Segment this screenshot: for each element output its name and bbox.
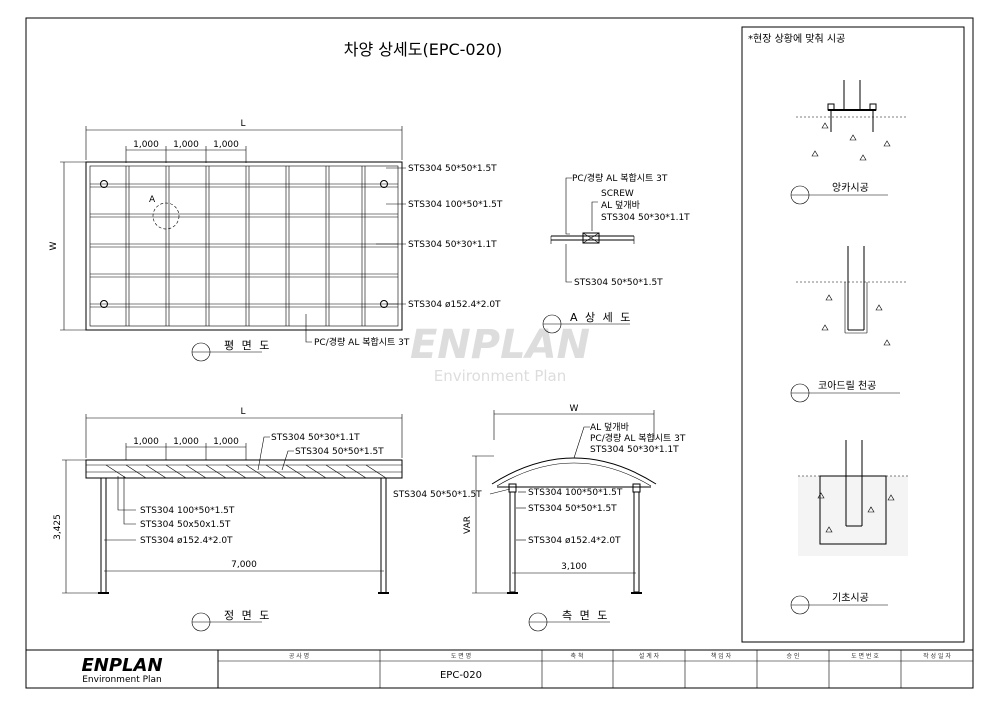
header-date: 작 성 일 자 (923, 652, 951, 660)
plan-view-label: 평 면 도 (224, 339, 271, 352)
side-callout-beam: STS304 100*50*1.5T (528, 488, 623, 498)
drawing-title: 차양 상세도(EPC-020) (344, 40, 502, 59)
front-view-label: 정 면 도 (224, 609, 271, 622)
title-block: ENPLAN Environment Plan 공 사 명 도 면 명 축 척 … (26, 649, 973, 688)
foundation-concrete: 기초시공 (790, 440, 908, 615)
front-callout-beam: STS304 100*50*1.5T (140, 506, 235, 516)
plan-outline (85, 161, 403, 331)
detail-callout-screw: SCREW (601, 189, 634, 199)
header-approval: 승 인 (787, 653, 800, 660)
foundation-label-anchor: 앙카시공 (832, 182, 869, 194)
side-callout-purlin: STS304 50*30*1.1T (590, 445, 679, 455)
foundation-label-concrete: 기초시공 (832, 592, 869, 604)
header-drawing-no: 도 면 번 호 (851, 652, 879, 660)
detail-callout-cover: AL 덮개바 (601, 199, 641, 211)
foundation-anchor: 앙카시공 (790, 80, 908, 205)
foundation-core-drill: 코아드릴 천공 (790, 246, 908, 403)
site-note: *현장 상황에 맞춰 시공 (748, 33, 845, 45)
title-block-drawing-name: EPC-020 (440, 670, 482, 681)
side-callout-column: STS304 ø152.4*2.0T (528, 536, 621, 546)
detail-callout-purlin: STS304 50*30*1.1T (601, 213, 690, 223)
plan-callout-beam: STS304 100*50*1.5T (408, 200, 503, 210)
front-dim-1: 1,000 (133, 437, 159, 447)
front-dim-height: 3,425 (53, 514, 63, 540)
header-manager: 책 임 자 (711, 652, 732, 660)
detail-callout-frame: STS304 50*50*1.5T (574, 278, 663, 288)
front-callout-purlin: STS304 50*30*1.1T (271, 433, 360, 443)
front-view: L 1,000 1,000 1,000 3,425 (53, 407, 403, 632)
watermark-sub: Environment Plan (434, 367, 566, 385)
side-callout-sheet: PC/경량 AL 복합시트 3T (590, 432, 686, 444)
side-dim-w: W (570, 404, 579, 414)
side-callout-cover: AL 덮개바 (590, 421, 630, 433)
header-designer: 설 계 자 (639, 652, 660, 660)
sheet-border (25, 17, 974, 689)
side-callout-left: STS304 50*50*1.5T (393, 490, 482, 500)
detail-callout-sheet: PC/경량 AL 복합시트 3T (572, 172, 668, 184)
plan-detail-a-marker: A (149, 195, 156, 205)
plan-dim-l: L (240, 119, 245, 129)
note-panel (741, 26, 965, 643)
front-dim-l: L (240, 407, 245, 417)
plan-dim-2: 1,000 (173, 140, 199, 150)
side-view: W VAR 3,100 AL 덮개바 PC/경량 AL 복합시트 3T STS3… (393, 404, 686, 632)
plan-view: L 1,000 1,000 1,000 W (49, 119, 503, 362)
plan-callout-purlin: STS304 50*30*1.1T (408, 240, 497, 250)
plan-callout-frame: STS304 50*50*1.5T (408, 164, 497, 174)
side-callout-frame: STS304 50*50*1.5T (528, 504, 617, 514)
front-dim-3: 1,000 (213, 437, 239, 447)
side-view-label: 측 면 도 (562, 609, 609, 622)
watermark-logo: ENPLAN (410, 322, 590, 368)
detail-a-view: PC/경량 AL 복합시트 3T SCREW AL 덮개바 STS304 50*… (542, 172, 690, 334)
plan-dim-1: 1,000 (133, 140, 159, 150)
plan-callout-sheet: PC/경량 AL 복합시트 3T (314, 336, 410, 348)
front-callout-brace: STS304 50x50x1.5T (140, 520, 231, 530)
title-block-logo-sub: Environment Plan (82, 675, 161, 685)
side-dim-width: 3,100 (561, 562, 587, 572)
plan-dim-3: 1,000 (213, 140, 239, 150)
title-block-logo: ENPLAN (81, 655, 162, 676)
header-scale: 축 척 (571, 652, 584, 660)
header-project: 공 사 명 (289, 652, 309, 660)
plan-callout-column: STS304 ø152.4*2.0T (408, 300, 501, 310)
side-dim-height: VAR (463, 516, 473, 534)
front-callout-frame: STS304 50*50*1.5T (295, 447, 384, 457)
foundation-label-core-drill: 코아드릴 천공 (818, 379, 876, 392)
front-dim-width: 7,000 (231, 560, 257, 570)
detail-view-label: A 상 세 도 (570, 311, 632, 324)
header-drawing-name: 도 면 명 (451, 652, 471, 660)
front-dim-2: 1,000 (173, 437, 199, 447)
plan-dim-w: W (49, 241, 59, 250)
front-callout-column: STS304 ø152.4*2.0T (140, 536, 233, 546)
